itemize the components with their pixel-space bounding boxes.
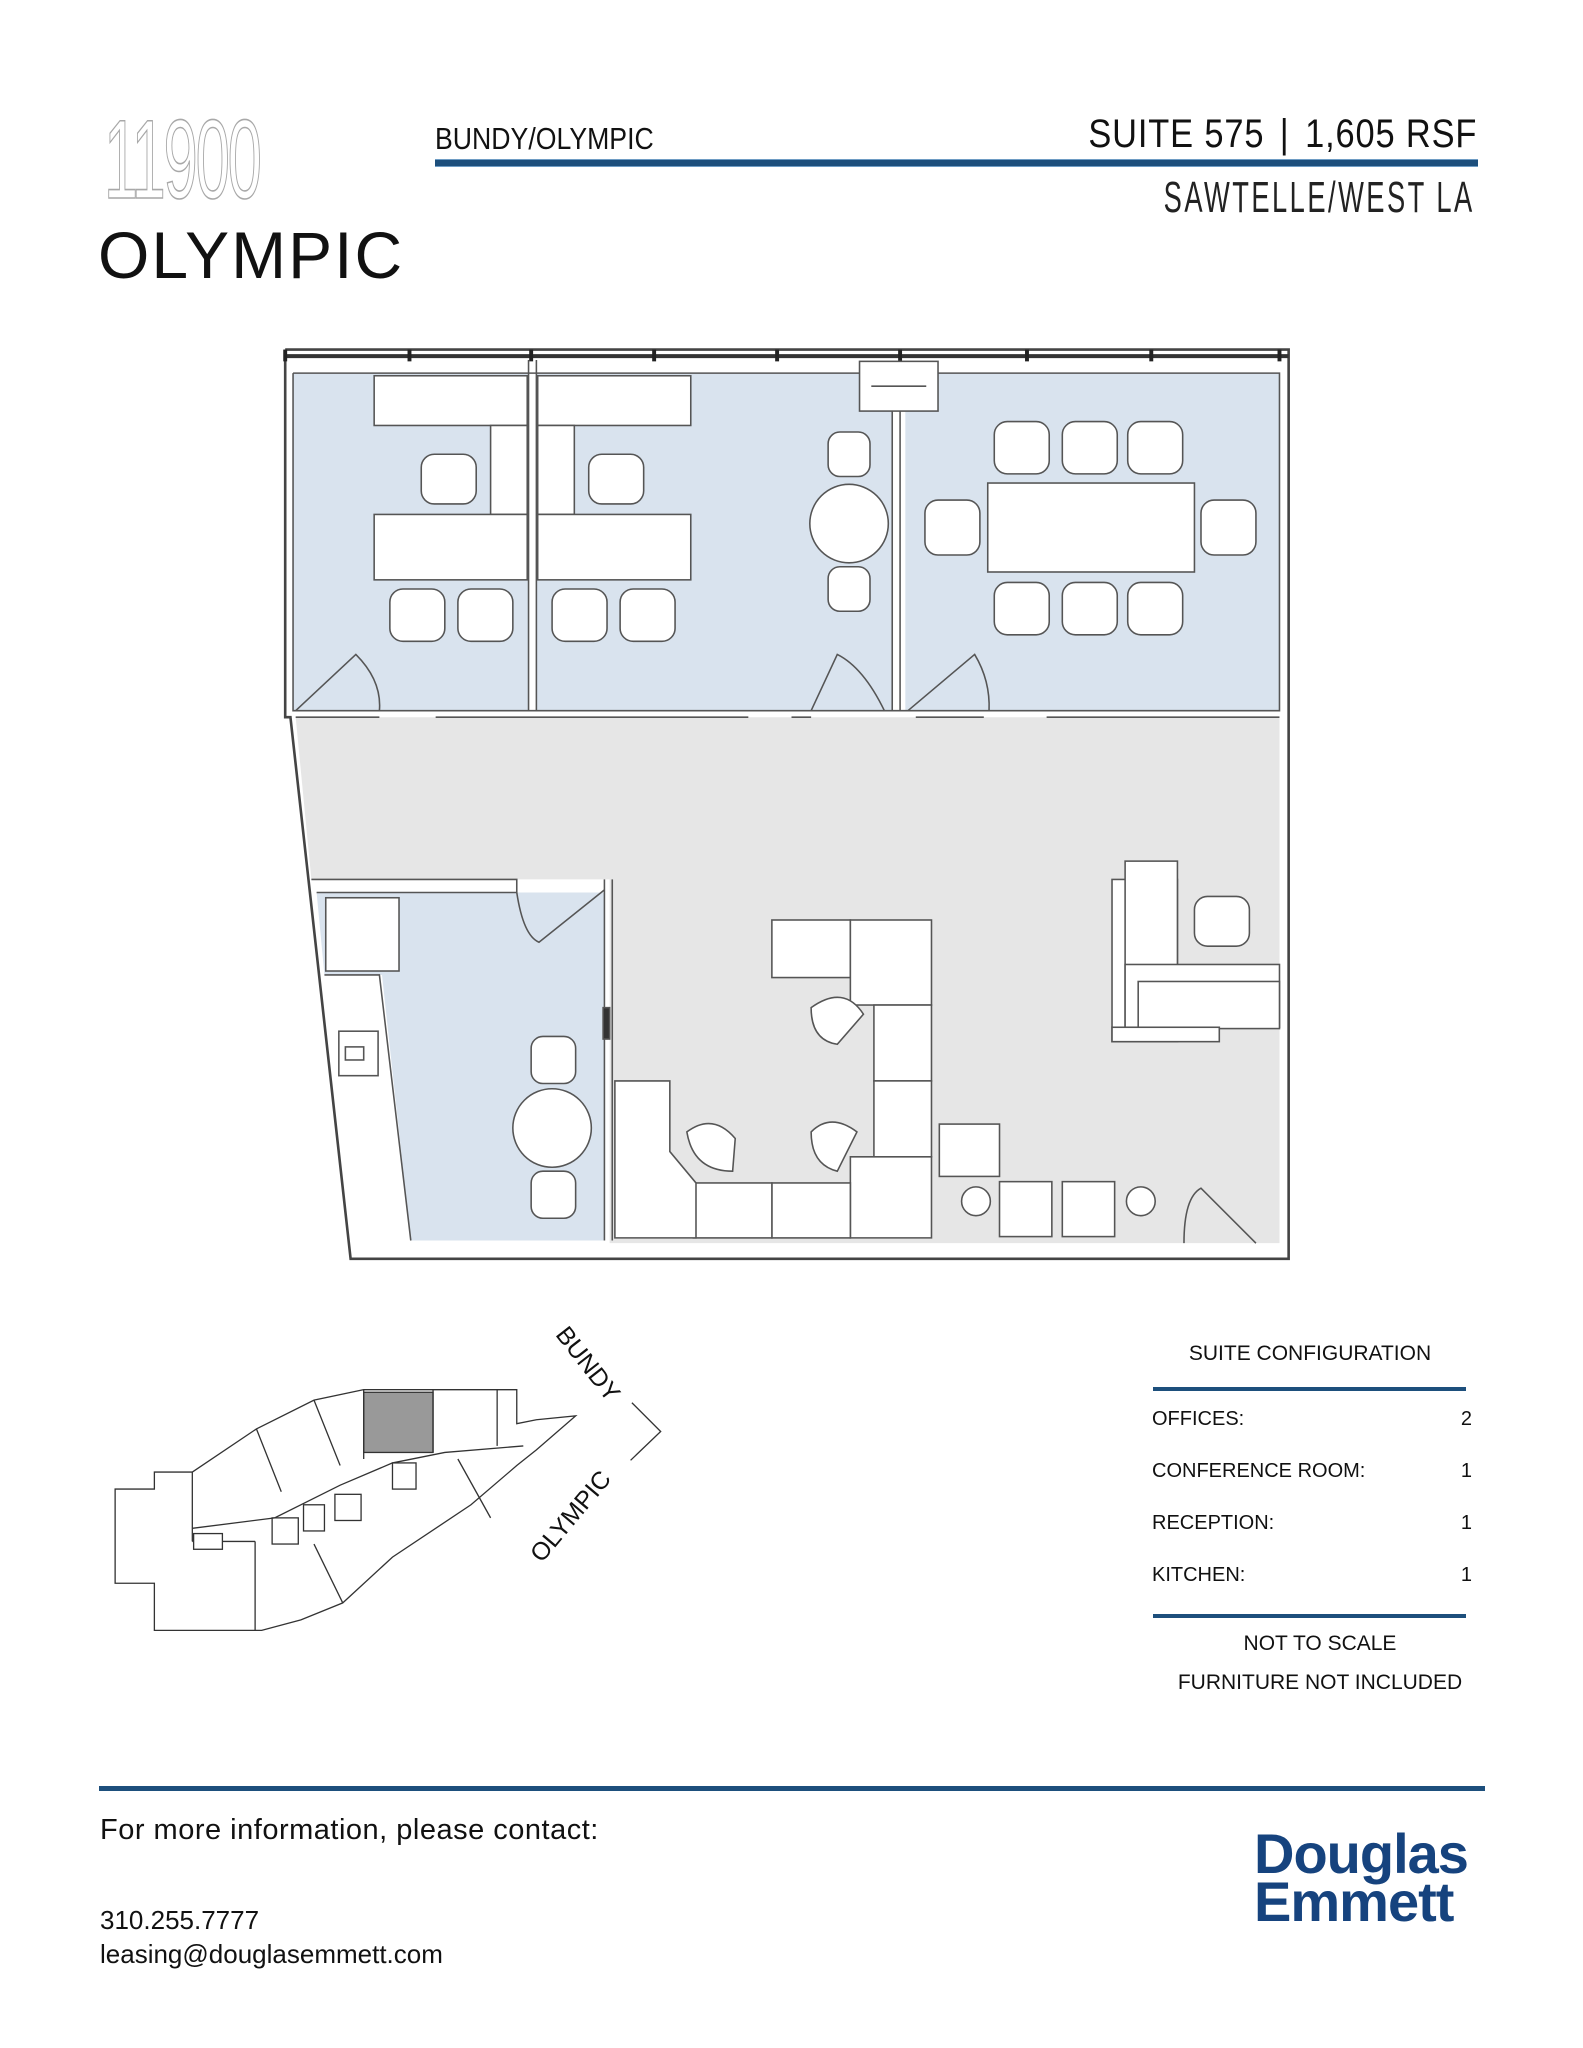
logo-line-2: Emmett xyxy=(1254,1870,1454,1933)
config-row-kitchen: KITCHEN: 1 xyxy=(1152,1564,1472,1587)
suite-info: SUITE 575 | 1,605 RSF xyxy=(1088,114,1477,154)
building-number: 11900 xyxy=(104,97,263,222)
row-value: 1 xyxy=(1460,1564,1472,1586)
config-divider xyxy=(1153,1614,1466,1618)
header-divider xyxy=(435,159,1478,167)
row-label: OFFICES: xyxy=(1152,1408,1245,1430)
suite-config-title: SUITE CONFIGURATION xyxy=(1188,1342,1432,1365)
config-divider xyxy=(1153,1387,1466,1391)
exterior-wall xyxy=(283,348,1290,1261)
rsf: 1,605 RSF xyxy=(1304,112,1477,156)
row-value: 2 xyxy=(1460,1408,1472,1430)
contact-phone[interactable]: 310.255.7777 xyxy=(100,1905,260,1935)
contact-email[interactable]: leasing@douglasemmett.com xyxy=(100,1939,443,1969)
furniture-note: FURNITURE NOT INCLUDED xyxy=(1177,1671,1463,1694)
config-row-reception: RECEPTION: 1 xyxy=(1152,1512,1472,1535)
row-value: 1 xyxy=(1460,1460,1472,1482)
config-row-offices: OFFICES: 2 xyxy=(1152,1408,1472,1431)
logo-line-1: Douglas xyxy=(1254,1822,1469,1885)
row-label: CONFERENCE ROOM: xyxy=(1152,1460,1366,1482)
street-olympic-label: OLYMPIC xyxy=(526,1466,617,1568)
suite-location-highlight xyxy=(363,1391,434,1454)
config-row-conference: CONFERENCE ROOM: 1 xyxy=(1152,1460,1472,1483)
suite-number: SUITE 575 xyxy=(1088,112,1265,156)
street-bundy-label: BUNDY xyxy=(550,1322,625,1407)
submarket: SAWTELLE/WEST LA xyxy=(1163,173,1475,222)
chairs xyxy=(389,420,1257,1220)
not-to-scale-note: NOT TO SCALE xyxy=(1243,1632,1397,1655)
street-label: BUNDY/OLYMPIC xyxy=(435,121,654,156)
contact-heading: For more information, please contact: xyxy=(100,1814,599,1846)
row-label: RECEPTION: xyxy=(1152,1512,1275,1534)
footer-divider xyxy=(99,1786,1485,1791)
common-area xyxy=(295,717,1280,1244)
building-name: OLYMPIC xyxy=(98,218,405,292)
row-label: KITCHEN: xyxy=(1152,1564,1246,1586)
row-value: 1 xyxy=(1460,1512,1472,1534)
site-key-map xyxy=(114,1389,662,1632)
separator: | xyxy=(1279,112,1290,156)
